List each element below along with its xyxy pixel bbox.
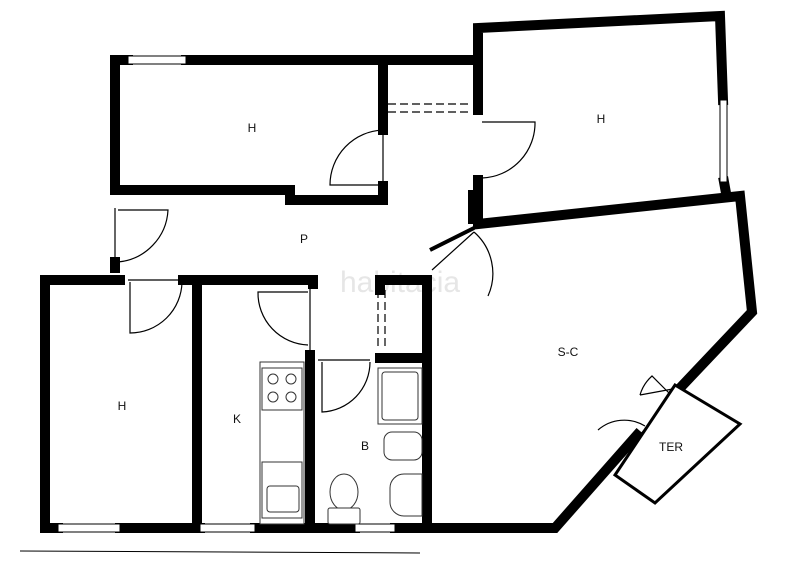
room-label-terrace: TER [659,440,683,454]
washbasin-icon [389,473,423,517]
windows [19,55,728,554]
bidet-icon [383,431,423,461]
room-label-bathroom: B [361,439,369,453]
burner-icon [285,373,297,385]
room-label-bedroom-top-right: H [597,112,606,126]
sink-icon [266,485,300,513]
room-label-bedroom-top-left: H [248,121,257,135]
room-label-bedroom-bottom-left: H [118,399,127,413]
toilet-icon [329,473,359,511]
bathroom-fixtures [327,367,423,525]
terrace-outline [612,382,743,505]
burner-icon [285,391,297,403]
walls [40,10,758,533]
room-label-hallway: P [300,232,308,246]
room-label-kitchen: K [233,412,241,426]
burner-icon [267,391,279,403]
room-label-living-dining: S-C [558,345,579,359]
burner-icon [267,373,279,385]
kitchen-fixtures [259,361,305,525]
